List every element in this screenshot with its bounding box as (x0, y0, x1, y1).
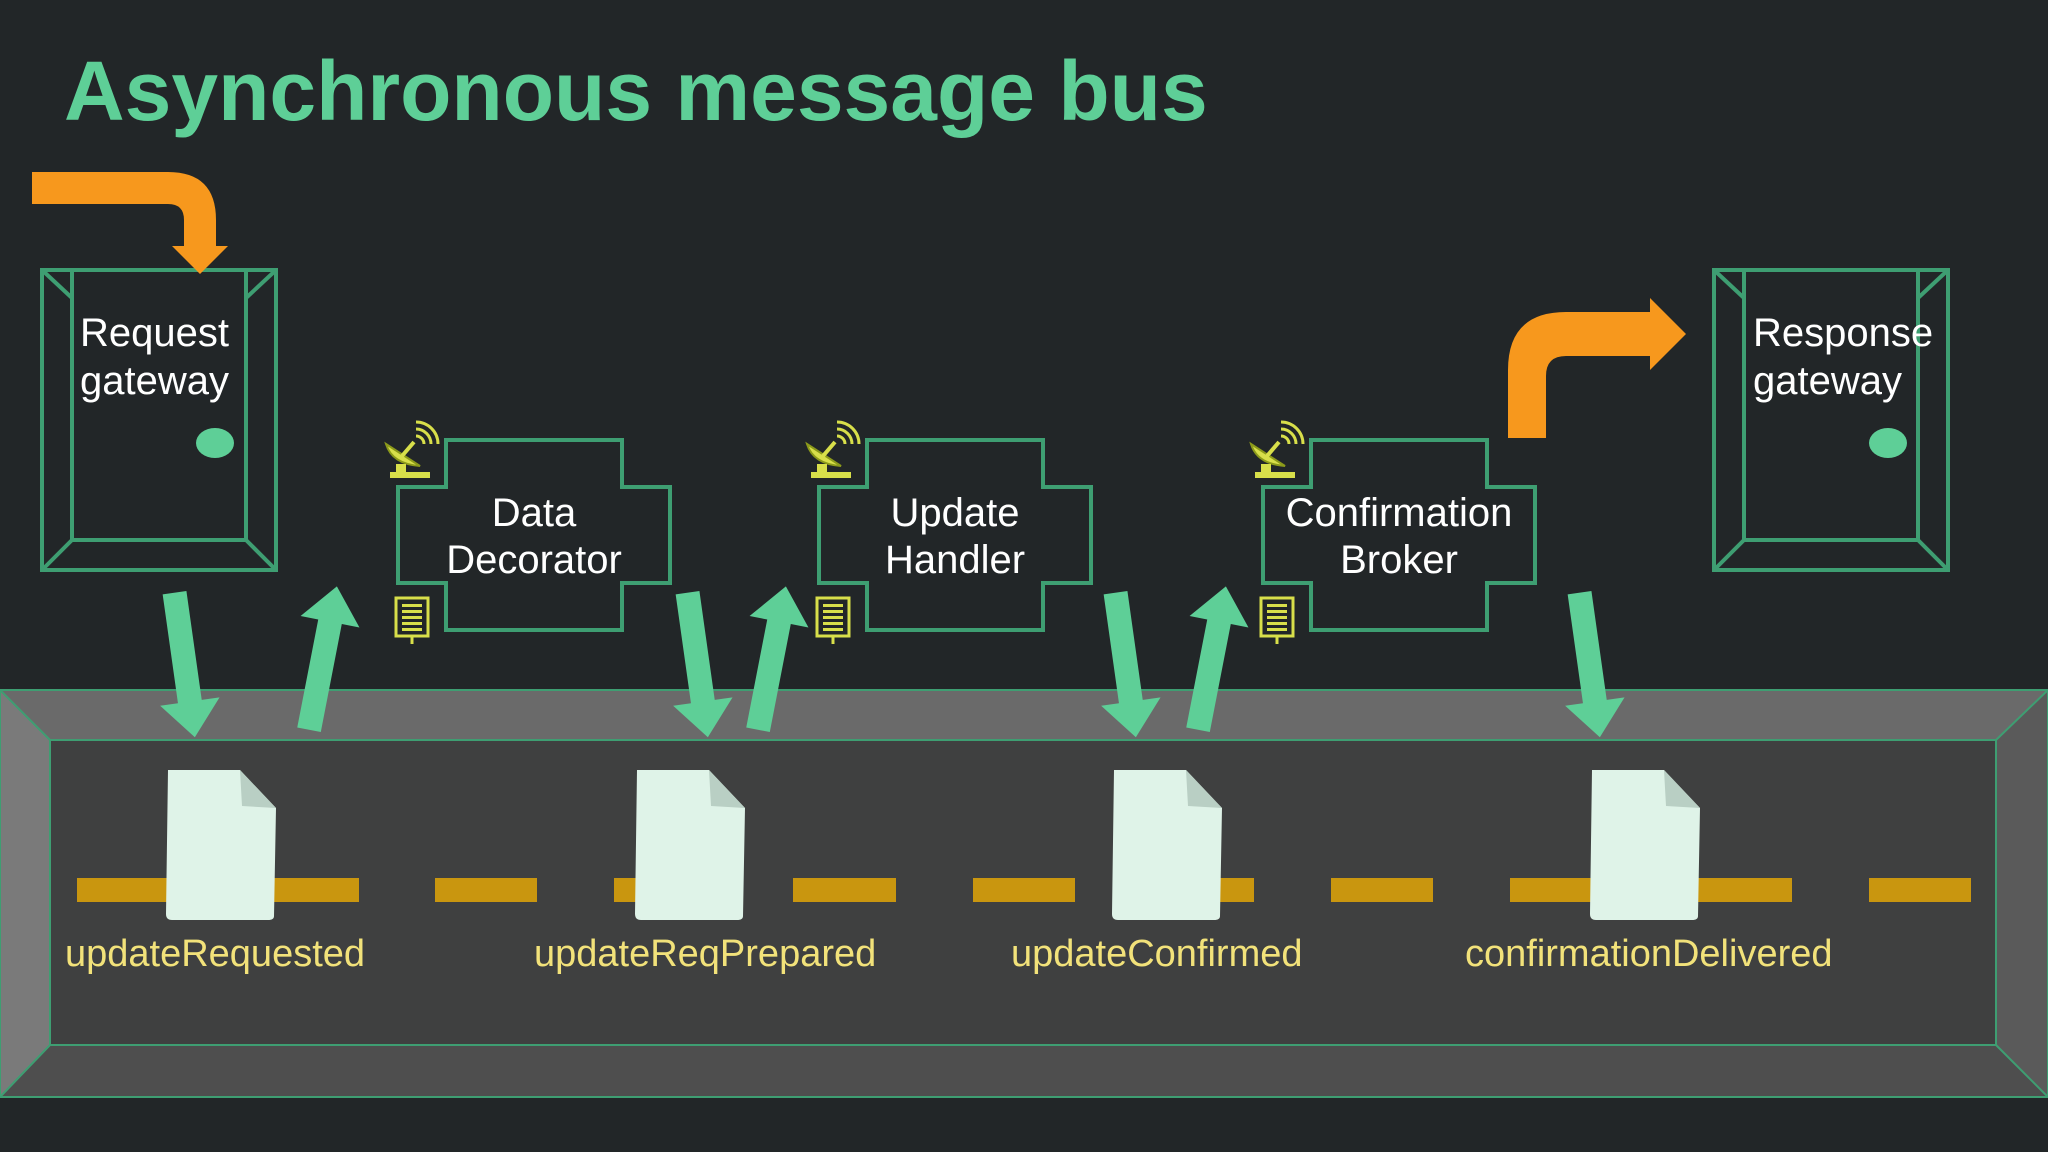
message-document-icon (1112, 770, 1222, 920)
service-label-1: Update (891, 491, 1020, 535)
subscribe-arrow-up (746, 586, 809, 733)
publish-arrow-down (1565, 590, 1625, 738)
message-document-icon (1590, 770, 1700, 920)
satellite-dish-icon (384, 420, 440, 480)
service-label-2: Decorator (446, 538, 622, 582)
door-knob (196, 428, 234, 458)
publish-arrow-down (160, 590, 220, 738)
document-list-icon (1259, 596, 1295, 646)
service-label-2: Handler (885, 538, 1025, 582)
publish-arrow-down (1101, 590, 1161, 738)
satellite-dish-icon (805, 420, 861, 480)
message-document-icon (166, 770, 276, 920)
service-label-1: Confirmation (1286, 491, 1513, 535)
message-document-icon (635, 770, 745, 920)
satellite-dish-icon (1249, 420, 1305, 480)
response-gateway: Response gateway (1712, 268, 1950, 572)
event-label: confirmationDelivered (1465, 933, 1833, 975)
subscribe-arrow-up (1186, 586, 1249, 733)
event-label: updateReqPrepared (534, 933, 876, 975)
document-list-icon (815, 596, 851, 646)
publish-arrow-down (673, 590, 733, 738)
subscribe-arrow-up (297, 586, 360, 733)
response-gateway-label-1: Response (1753, 311, 1933, 355)
page-title: Asynchronous message bus (64, 44, 1208, 138)
document-list-icon (394, 596, 430, 646)
door-knob (1869, 428, 1907, 458)
service-data-decorator: Data Decorator (396, 438, 672, 632)
service-confirmation-broker: Confirmation Broker (1261, 438, 1537, 632)
service-label-1: Data (492, 491, 577, 535)
request-gateway-label-2: gateway (80, 359, 229, 403)
outbound-flow-arrow (1508, 298, 1686, 438)
inbound-flow-arrow (32, 172, 228, 274)
event-label: updateRequested (65, 933, 365, 975)
service-label-2: Broker (1340, 538, 1458, 582)
event-label: updateConfirmed (1011, 933, 1303, 975)
service-update-handler: Update Handler (817, 438, 1093, 632)
response-gateway-label-2: gateway (1753, 359, 1902, 403)
request-gateway: Request gateway (40, 268, 278, 572)
request-gateway-label-1: Request (80, 311, 229, 355)
